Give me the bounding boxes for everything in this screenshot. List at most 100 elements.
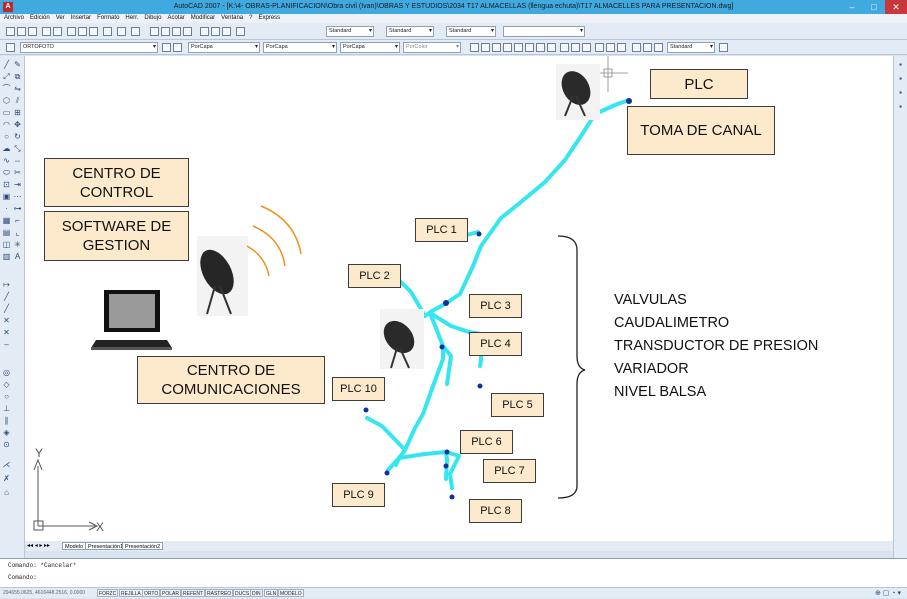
design-center-icon[interactable]: [211, 27, 220, 36]
plc7-label[interactable]: PLC 7: [483, 459, 536, 483]
status-polar[interactable]: POLAR: [160, 589, 181, 597]
command-window[interactable]: Comando: *Cancelar* Comando:: [0, 558, 907, 587]
copy-icon[interactable]: [78, 27, 87, 36]
insert-block-icon[interactable]: ⊡: [3, 180, 10, 189]
polygon-icon[interactable]: ⬡: [3, 96, 10, 105]
menu-dibujo[interactable]: Dibujo: [144, 15, 162, 21]
xline-icon[interactable]: ⤢: [3, 72, 10, 81]
tab-nav-arrows-icon[interactable]: ◂◂ ◂ ▸ ▸▸: [27, 543, 51, 549]
centro-comunicaciones-label[interactable]: CENTRO DE COMUNICACIONES: [137, 356, 325, 404]
dim-text-edit-icon[interactable]: [643, 43, 652, 52]
autocad-icon[interactable]: A: [3, 2, 13, 12]
osnap-settings-icon[interactable]: ⌂: [4, 488, 9, 497]
circle-icon[interactable]: ○: [4, 132, 9, 141]
tool-palettes-icon[interactable]: [222, 27, 231, 36]
properties-icon[interactable]: [200, 27, 209, 36]
make-block-icon[interactable]: ▣: [2, 192, 11, 201]
make-current-icon[interactable]: [162, 43, 171, 52]
minimize-button[interactable]: –: [849, 2, 855, 12]
status-forzc[interactable]: FORZC: [97, 589, 119, 597]
status-gln[interactable]: GLN: [264, 589, 279, 597]
plot-icon[interactable]: [42, 27, 51, 36]
zoom-window-icon[interactable]: [172, 27, 181, 36]
list-item-caudalimetro[interactable]: CAUDALIMETRO: [614, 315, 730, 331]
rotate-icon[interactable]: ↻: [14, 132, 21, 141]
status-rejilla[interactable]: REJILLA: [119, 589, 143, 597]
ellipse-icon[interactable]: ⬭: [3, 168, 10, 177]
list-item-nivel-balsa[interactable]: NIVEL BALSA: [614, 384, 707, 400]
zoom-previous-icon[interactable]: [183, 27, 192, 36]
plc-top-label[interactable]: PLC: [650, 69, 748, 99]
orbit-icon[interactable]: ▪: [899, 88, 902, 97]
open-icon[interactable]: [17, 27, 26, 36]
layer-manager-icon[interactable]: [6, 43, 15, 52]
extend-icon[interactable]: ⇥: [14, 180, 21, 189]
arc-length-icon[interactable]: [492, 43, 501, 52]
dim-update-icon[interactable]: [654, 43, 663, 52]
erase-icon[interactable]: ✎: [14, 60, 21, 69]
dim-edit-icon[interactable]: [632, 43, 641, 52]
maximize-button[interactable]: □: [871, 2, 877, 12]
list-item-variador[interactable]: VARIADOR: [614, 361, 689, 377]
trim-icon[interactable]: ✂: [14, 168, 21, 177]
node-plc3[interactable]: [443, 300, 449, 306]
jogged-icon[interactable]: [525, 43, 534, 52]
command-prompt[interactable]: Comando:: [8, 574, 37, 581]
stretch-icon[interactable]: ⇔: [13, 156, 22, 165]
snap-extension-icon[interactable]: –: [4, 340, 9, 349]
plc9-label[interactable]: PLC 9: [332, 483, 385, 507]
menu-insertar[interactable]: Insertar: [70, 15, 92, 21]
diameter-icon[interactable]: [536, 43, 545, 52]
status-orto[interactable]: ORTO: [142, 589, 161, 597]
render-icon[interactable]: ▪: [899, 60, 902, 69]
ordinate-icon[interactable]: [503, 43, 512, 52]
snap-node-icon[interactable]: ⊙: [3, 440, 10, 449]
plc1-label[interactable]: PLC 1: [415, 218, 468, 242]
workspace-select[interactable]: [503, 26, 585, 37]
snap-parallel-icon[interactable]: ∥: [4, 416, 9, 425]
drawing-canvas[interactable]: Y X PLC TOMA DE CANAL CENTRO DE CONTROL …: [25, 56, 893, 541]
snap-endpoint-icon[interactable]: ╱: [4, 292, 9, 301]
plc8-label[interactable]: PLC 8: [469, 499, 522, 523]
spline-icon[interactable]: ∿: [3, 156, 10, 165]
revcloud-icon[interactable]: ☁: [2, 144, 11, 153]
color-select[interactable]: PorCapa: [188, 42, 260, 53]
menu-ventana[interactable]: Ventana: [221, 15, 244, 21]
status-modelo[interactable]: MODELO: [278, 589, 304, 597]
layer-select[interactable]: ORTOFOTO: [20, 42, 158, 53]
software-gestion-label[interactable]: SOFTWARE DE GESTION: [44, 211, 189, 261]
snap-insert-icon[interactable]: ◈: [3, 428, 10, 437]
close-button[interactable]: ✕: [885, 0, 907, 14]
node-plc9[interactable]: [384, 470, 390, 476]
move-icon[interactable]: ✥: [14, 120, 21, 129]
dim-style-select[interactable]: Standard: [386, 26, 434, 37]
node-plc5[interactable]: [477, 383, 483, 389]
cut-icon[interactable]: [67, 27, 76, 36]
snap-intersection-icon[interactable]: ✕: [3, 316, 10, 325]
arc-icon[interactable]: ◠: [3, 120, 10, 129]
gradient-icon[interactable]: ▤: [2, 228, 11, 237]
baseline-icon[interactable]: [571, 43, 580, 52]
tab-presentacion1[interactable]: Presentación1: [85, 542, 127, 550]
status-rastreo[interactable]: RASTREO: [205, 589, 234, 597]
polyline-icon[interactable]: ⌒: [2, 84, 11, 93]
qleader-icon[interactable]: [595, 43, 604, 52]
fillet-icon[interactable]: ⌞: [15, 228, 20, 237]
match-properties-icon[interactable]: [103, 27, 112, 36]
plc3-label[interactable]: PLC 3: [469, 294, 522, 318]
snap-apparent-icon[interactable]: ✕: [3, 328, 10, 337]
menu-modificar[interactable]: Modificar: [190, 15, 216, 21]
snap-perpendicular-icon[interactable]: ⊥: [3, 404, 10, 413]
plc6-label[interactable]: PLC 6: [460, 430, 513, 454]
node-plc[interactable]: [626, 98, 632, 104]
mirror-icon[interactable]: ⇋: [14, 84, 21, 93]
dim-style-select-2[interactable]: Standard: [667, 42, 715, 53]
toma-canal-label[interactable]: TOMA DE CANAL: [627, 106, 775, 155]
status-ducs[interactable]: DUCS: [233, 589, 252, 597]
text-style-select[interactable]: Standard: [326, 26, 374, 37]
offset-icon[interactable]: ⫽: [15, 96, 20, 105]
centro-control-label[interactable]: CENTRO DE CONTROL: [44, 158, 189, 207]
view-icon[interactable]: ▪: [899, 102, 902, 111]
explode-icon[interactable]: ✳: [14, 240, 21, 249]
preview-icon[interactable]: [53, 27, 62, 36]
